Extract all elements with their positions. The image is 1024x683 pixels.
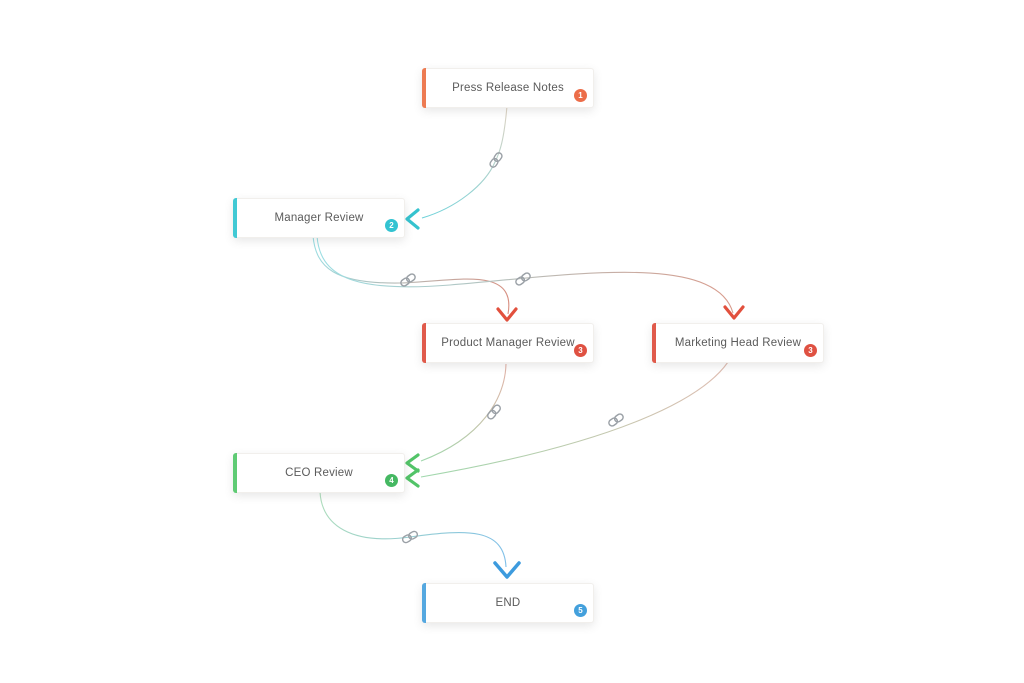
node-end[interactable]: END 5 [422,583,594,623]
edge-product-manager-to-ceo [420,363,507,462]
link-icon[interactable] [606,412,626,428]
node-label: Press Release Notes [452,82,564,94]
edge-arrow-3 [723,305,745,320]
node-press-release-notes[interactable]: Press Release Notes 1 [422,68,594,108]
node-accent-bar [422,583,426,623]
node-accent-bar [422,68,426,108]
edge-arrow-1 [405,208,420,230]
node-order-badge: 1 [574,89,587,102]
edge-press-release-to-manager [421,105,508,219]
edge-manager-to-product-manager [312,235,510,315]
edge-manager-to-marketing-head [316,235,734,314]
node-marketing-head-review[interactable]: Marketing Head Review 3 [652,323,824,363]
edge-marketing-head-to-ceo [420,361,729,478]
node-label: Manager Review [274,212,364,224]
node-label: END [495,597,521,609]
node-accent-bar [233,198,237,238]
node-manager-review[interactable]: Manager Review 2 [233,198,405,238]
link-icon[interactable] [513,271,533,287]
edge-arrow-5 [405,468,420,488]
node-ceo-review[interactable]: CEO Review 4 [233,453,405,493]
node-accent-bar [652,323,656,363]
node-order-badge: 2 [385,219,398,232]
link-icon[interactable] [485,403,503,421]
edge-arrow-6 [493,561,521,579]
node-product-manager-review[interactable]: Product Manager Review 3 [422,323,594,363]
edge-ceo-to-end [319,491,507,568]
edge-arrow-2 [496,307,518,322]
node-order-badge: 3 [804,344,817,357]
node-order-badge: 4 [385,474,398,487]
node-label: Product Manager Review [441,337,575,349]
node-label: CEO Review [285,467,353,479]
link-icon[interactable] [398,272,418,288]
node-accent-bar [233,453,237,493]
node-accent-bar [422,323,426,363]
node-label: Marketing Head Review [674,337,802,349]
edge-arrow-4 [405,453,420,473]
node-order-badge: 3 [574,344,587,357]
node-order-badge: 5 [574,604,587,617]
